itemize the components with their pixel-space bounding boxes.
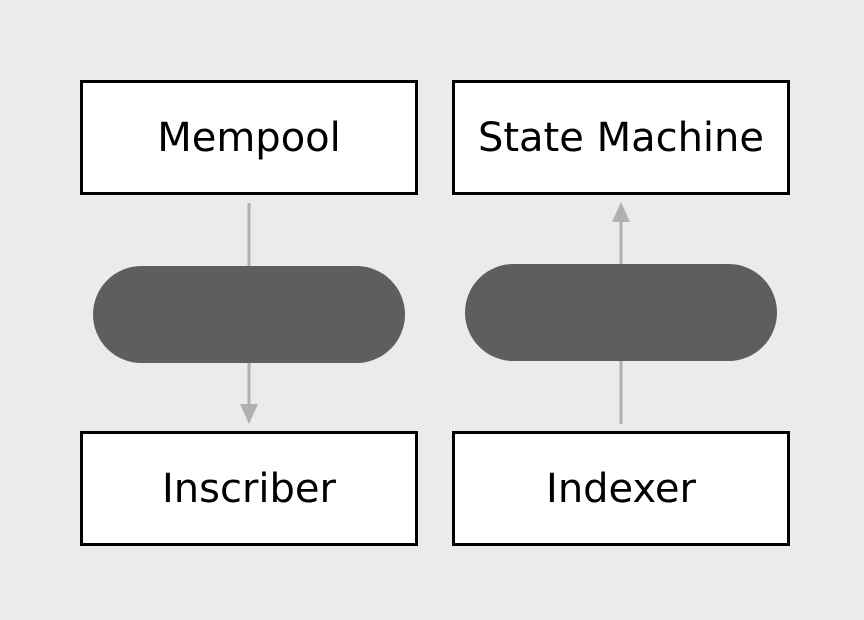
node-mempool-label: Mempool — [157, 114, 341, 161]
arrowhead-up — [612, 202, 630, 222]
node-inscriber-label: Inscriber — [162, 465, 336, 512]
arrowhead-down — [240, 404, 258, 424]
edge-label-pill-left — [93, 266, 405, 363]
node-indexer-label: Indexer — [546, 465, 696, 512]
node-indexer: Indexer — [452, 431, 790, 546]
node-mempool: Mempool — [80, 80, 418, 195]
edge-label-pill-right — [465, 264, 777, 361]
node-inscriber: Inscriber — [80, 431, 418, 546]
node-state-machine: State Machine — [452, 80, 790, 195]
node-state-machine-label: State Machine — [477, 114, 765, 161]
